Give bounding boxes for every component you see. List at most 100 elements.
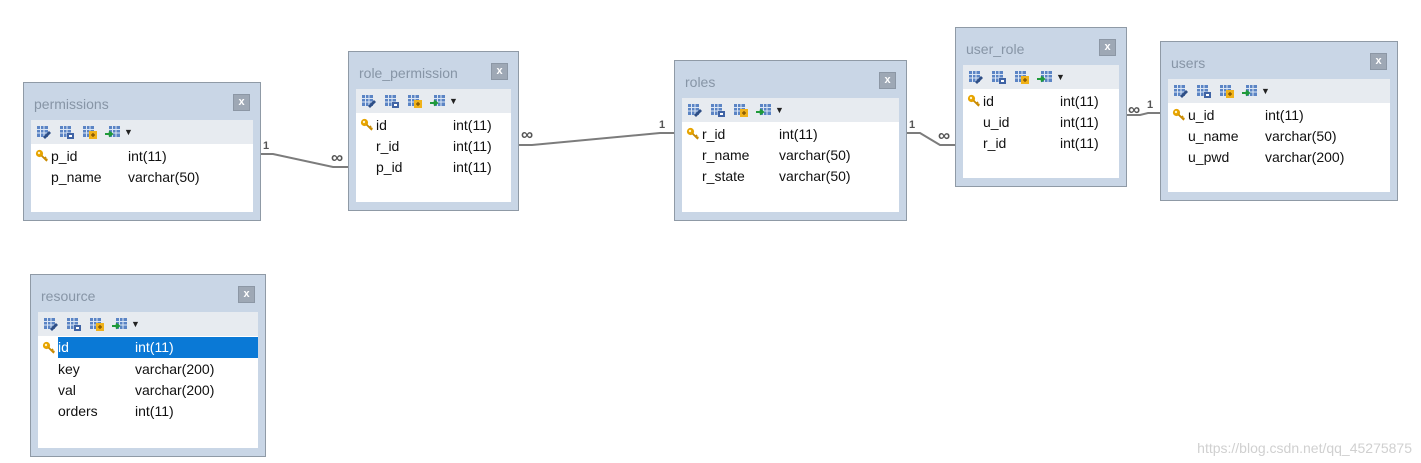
table-export-icon[interactable] — [89, 317, 105, 332]
relation-line-role-permission-roles — [519, 132, 674, 146]
table-export-icon[interactable] — [407, 94, 423, 109]
key-cell-empty — [356, 135, 376, 156]
relation-many-label: ∞ — [1128, 100, 1141, 119]
table-design-icon[interactable] — [36, 125, 52, 140]
relation-many-label: ∞ — [521, 125, 534, 144]
key-cell-empty — [1168, 125, 1188, 146]
table-header[interactable]: users x — [1168, 42, 1390, 79]
column-type: varchar(50) — [128, 168, 200, 185]
close-icon[interactable]: x — [1370, 53, 1387, 70]
close-icon[interactable]: x — [233, 94, 250, 111]
table-design-icon[interactable] — [43, 317, 59, 332]
table-header[interactable]: role_permission x — [356, 52, 511, 89]
dropdown-caret-icon[interactable]: ▼ — [124, 127, 133, 137]
table-open-icon[interactable] — [384, 94, 400, 109]
column-name: u_pwd — [1188, 148, 1230, 165]
table-role-permission[interactable]: role_permission x — [348, 51, 519, 211]
table-open-icon[interactable] — [991, 70, 1007, 85]
key-cell-empty — [963, 132, 983, 153]
column-name: u_name — [1188, 127, 1239, 144]
column-type: int(11) — [135, 337, 258, 358]
primary-key-icon — [35, 149, 48, 162]
table-header[interactable]: resource x — [38, 275, 258, 312]
watermark: https://blog.csdn.net/qq_45275875 — [1197, 440, 1412, 456]
key-cell-empty — [38, 400, 58, 421]
table-import-icon[interactable] — [430, 94, 446, 109]
dropdown-caret-icon[interactable]: ▼ — [775, 105, 784, 115]
table-toolbar: ▼ — [682, 98, 899, 122]
table-open-icon[interactable] — [59, 125, 75, 140]
column-type: int(11) — [779, 125, 818, 142]
table-export-icon[interactable] — [733, 103, 749, 118]
table-header[interactable]: user_role x — [963, 28, 1119, 65]
column-type: int(11) — [128, 147, 167, 164]
close-icon[interactable]: x — [1099, 39, 1116, 56]
close-icon[interactable]: x — [238, 286, 255, 303]
table-export-icon[interactable] — [1014, 70, 1030, 85]
column-type: varchar(200) — [135, 381, 215, 398]
table-permissions[interactable]: permissions x — [23, 82, 261, 221]
table-import-icon[interactable] — [756, 103, 772, 118]
table-design-icon[interactable] — [361, 94, 377, 109]
table-user-role[interactable]: user_role x — [955, 27, 1127, 187]
table-import-icon[interactable] — [112, 317, 128, 332]
dropdown-caret-icon[interactable]: ▼ — [1056, 72, 1065, 82]
key-cell-empty — [356, 156, 376, 177]
key-cell-empty — [1168, 146, 1188, 167]
table-import-icon[interactable] — [105, 125, 121, 140]
table-import-icon[interactable] — [1037, 70, 1053, 85]
close-icon[interactable]: x — [491, 63, 508, 80]
table-open-icon[interactable] — [66, 317, 82, 332]
table-header[interactable]: permissions x — [31, 83, 253, 120]
table-header[interactable]: roles x — [682, 61, 899, 98]
primary-key-icon — [42, 341, 55, 354]
table-export-icon[interactable] — [1219, 84, 1235, 99]
table-toolbar: ▼ — [31, 120, 253, 144]
column-name: key — [58, 360, 80, 377]
table-roles[interactable]: roles x — [674, 60, 907, 221]
table-users[interactable]: users x — [1160, 41, 1398, 201]
column-row[interactable]: r_id int(11) — [963, 132, 1119, 153]
table-import-icon[interactable] — [1242, 84, 1258, 99]
dropdown-caret-icon[interactable]: ▼ — [449, 96, 458, 106]
key-cell — [31, 145, 51, 166]
column-name: u_id — [983, 113, 1010, 130]
table-design-icon[interactable] — [1173, 84, 1189, 99]
table-export-icon[interactable] — [82, 125, 98, 140]
column-type: varchar(50) — [779, 167, 851, 184]
dropdown-caret-icon[interactable]: ▼ — [131, 319, 140, 329]
table-design-icon[interactable] — [687, 103, 703, 118]
close-icon[interactable]: x — [879, 72, 896, 89]
column-name: r_id — [983, 134, 1007, 151]
dropdown-caret-icon[interactable]: ▼ — [1261, 86, 1270, 96]
key-cell — [38, 337, 58, 358]
column-type: int(11) — [453, 158, 492, 175]
table-open-icon[interactable] — [710, 103, 726, 118]
table-resource[interactable]: resource x — [30, 274, 266, 457]
table-open-icon[interactable] — [1196, 84, 1212, 99]
column-type: int(11) — [1060, 134, 1099, 151]
table-design-icon[interactable] — [968, 70, 984, 85]
